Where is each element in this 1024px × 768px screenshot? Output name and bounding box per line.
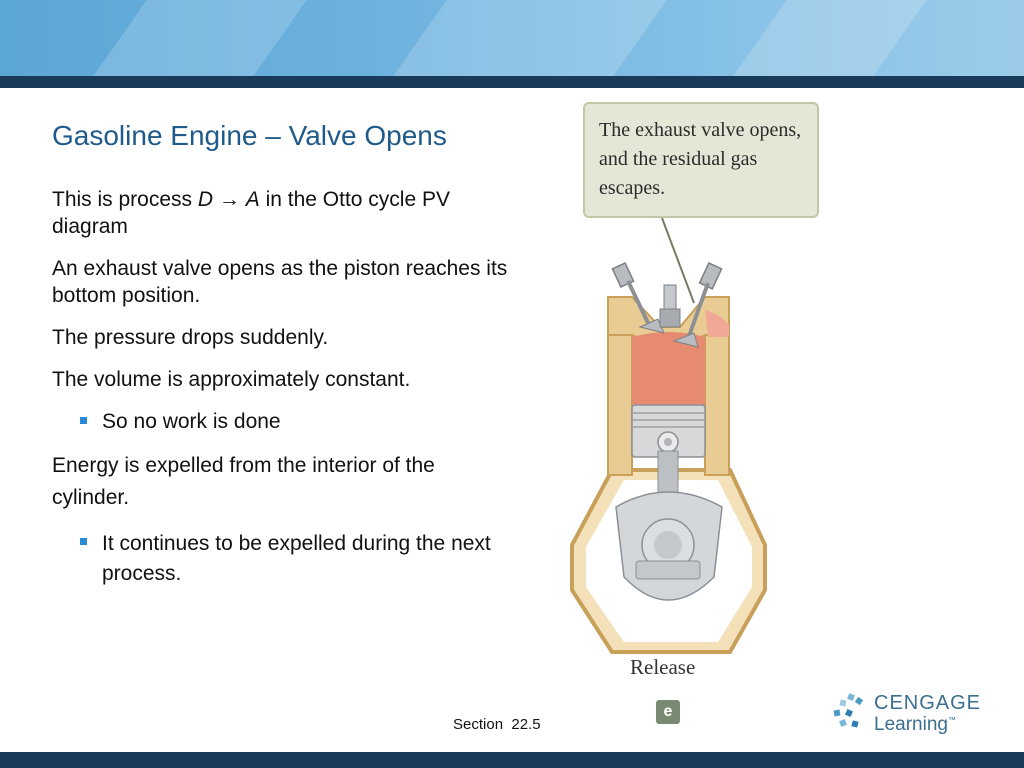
figure-callout: The exhaust valve opens, and the residua… [583, 102, 819, 218]
bullet-item: So no work is done [52, 408, 512, 435]
logo-tm: ™ [947, 715, 956, 725]
cylinder-wall-right [704, 324, 730, 476]
process-text-rest: in the Otto cycle PV diagram [52, 188, 450, 238]
bullet-text: It continues to be expelled during the n… [102, 532, 491, 585]
exhaust-valve [672, 261, 723, 348]
intake-valve [611, 261, 665, 334]
bullet-square-icon [80, 538, 87, 545]
escaping-gas [705, 310, 729, 337]
banner-facet [393, 0, 667, 76]
header-divider-bar [0, 76, 1024, 88]
banner-facet [93, 0, 307, 76]
pressure-paragraph: The pressure drops suddenly. [52, 326, 329, 349]
volume-paragraph: The volume is approximately constant. [52, 368, 411, 391]
arrow-symbol: → [213, 188, 246, 211]
slide-body: This is process D → A in the Otto cycle … [52, 186, 512, 604]
section-label: Section 22.5 [453, 716, 541, 733]
bullet-text: So no work is done [102, 410, 281, 433]
cengage-learning-logo: CENGAGE Learning™ [832, 690, 982, 740]
energy-paragraph: Energy is expelled from the interior of … [52, 454, 435, 509]
exhaust-paragraph: An exhaust valve opens as the piston rea… [52, 257, 508, 307]
callout-pointer [661, 217, 695, 304]
slide-title: Gasoline Engine – Valve Opens [52, 120, 447, 151]
spark-plug [659, 284, 681, 328]
combustion-chamber-gas [632, 332, 705, 405]
enhanced-content-badge[interactable]: e [656, 700, 680, 724]
logo-line2: Learning™ [874, 714, 956, 736]
state-d: D [197, 188, 214, 211]
bullet-item: It continues to be expelled during the n… [52, 529, 512, 589]
engine-cylinder-illustration [570, 217, 767, 654]
top-banner [0, 0, 1024, 76]
footer-bar [0, 752, 1024, 768]
cylinder-wall-left [607, 324, 633, 476]
state-a: A [245, 188, 260, 211]
banner-facet [733, 0, 927, 76]
figure-caption: Release [630, 655, 696, 679]
cengage-mark-icon [833, 693, 864, 728]
process-text: This is process [52, 188, 198, 211]
process-paragraph: This is process D → A in the Otto cycle … [52, 186, 512, 240]
logo-line1: CENGAGE [874, 692, 982, 714]
bullet-square-icon [80, 417, 87, 424]
logo-line2-text: Learning [874, 714, 948, 735]
